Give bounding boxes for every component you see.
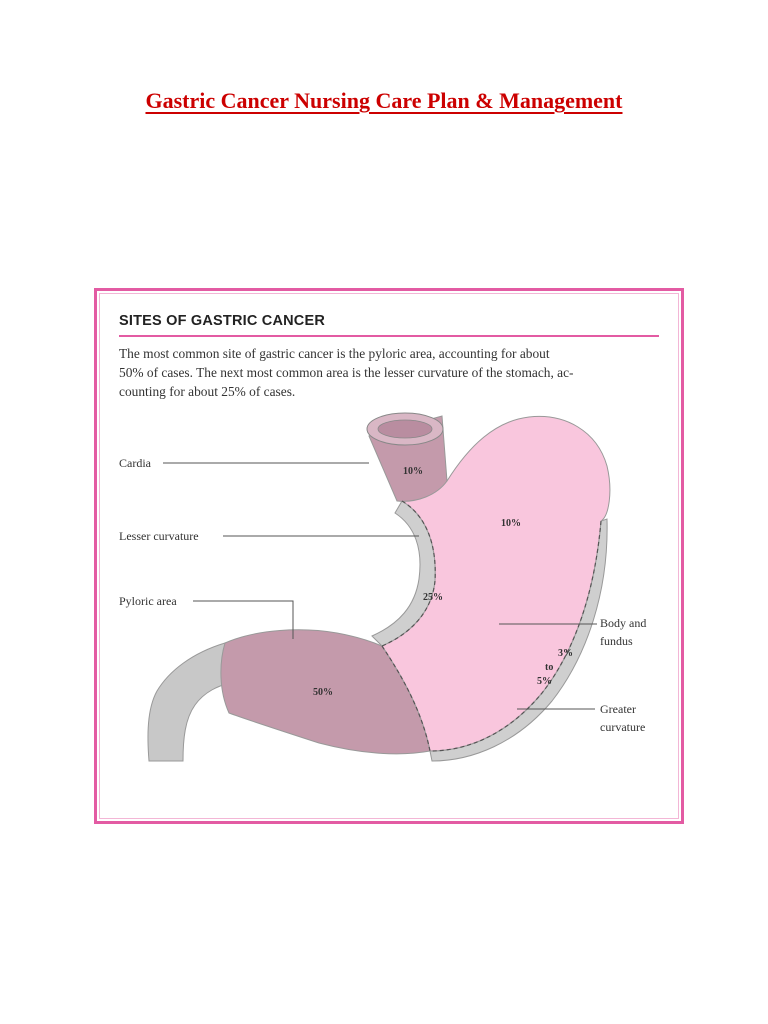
label-lesser-curvature: Lesser curvature (119, 529, 199, 543)
pyloric-region (220, 629, 431, 755)
caption-line-2: 50% of cases. The next most common area … (119, 365, 574, 380)
label-pyloric-area: Pyloric area (119, 594, 177, 608)
esophagus-lumen (377, 419, 433, 439)
pct-cardia: 10% (403, 466, 423, 477)
figure-title-rule (119, 335, 659, 337)
label-curvature: curvature (600, 720, 645, 734)
figure-inner-border (99, 293, 679, 819)
lesser-curvature-border (381, 500, 436, 647)
pct-greater-low: 3% (558, 648, 573, 659)
pyloric-border (381, 645, 431, 752)
pyloric-leader (193, 600, 294, 639)
figure-caption: The most common site of gastric cancer i… (119, 344, 664, 401)
caption-line-1: The most common site of gastric cancer i… (119, 346, 550, 361)
greater-curvature-border (429, 520, 602, 752)
label-cardia: Cardia (119, 456, 152, 470)
label-body-and: Body and (600, 616, 646, 630)
label-fundus: fundus (600, 634, 633, 648)
pct-greater-high: 5% (537, 676, 552, 687)
duodenum (147, 642, 230, 762)
pct-body-fundus: 10% (501, 518, 521, 529)
stomach-diagram: Cardia Lesser curvature Pyloric area Bod… (119, 412, 646, 762)
pct-pyloric: 50% (313, 687, 333, 698)
pct-greater-to: to (545, 662, 553, 673)
figure-title: SITES OF GASTRIC CANCER (119, 313, 325, 329)
pct-lesser-curvature: 25% (423, 592, 443, 603)
caption-line-3: counting for about 25% of cases. (119, 384, 296, 399)
figure-frame: SITES OF GASTRIC CANCER The most common … (94, 288, 684, 824)
label-greater: Greater (600, 702, 636, 716)
page-title: Gastric Cancer Nursing Care Plan & Manag… (145, 88, 623, 113)
